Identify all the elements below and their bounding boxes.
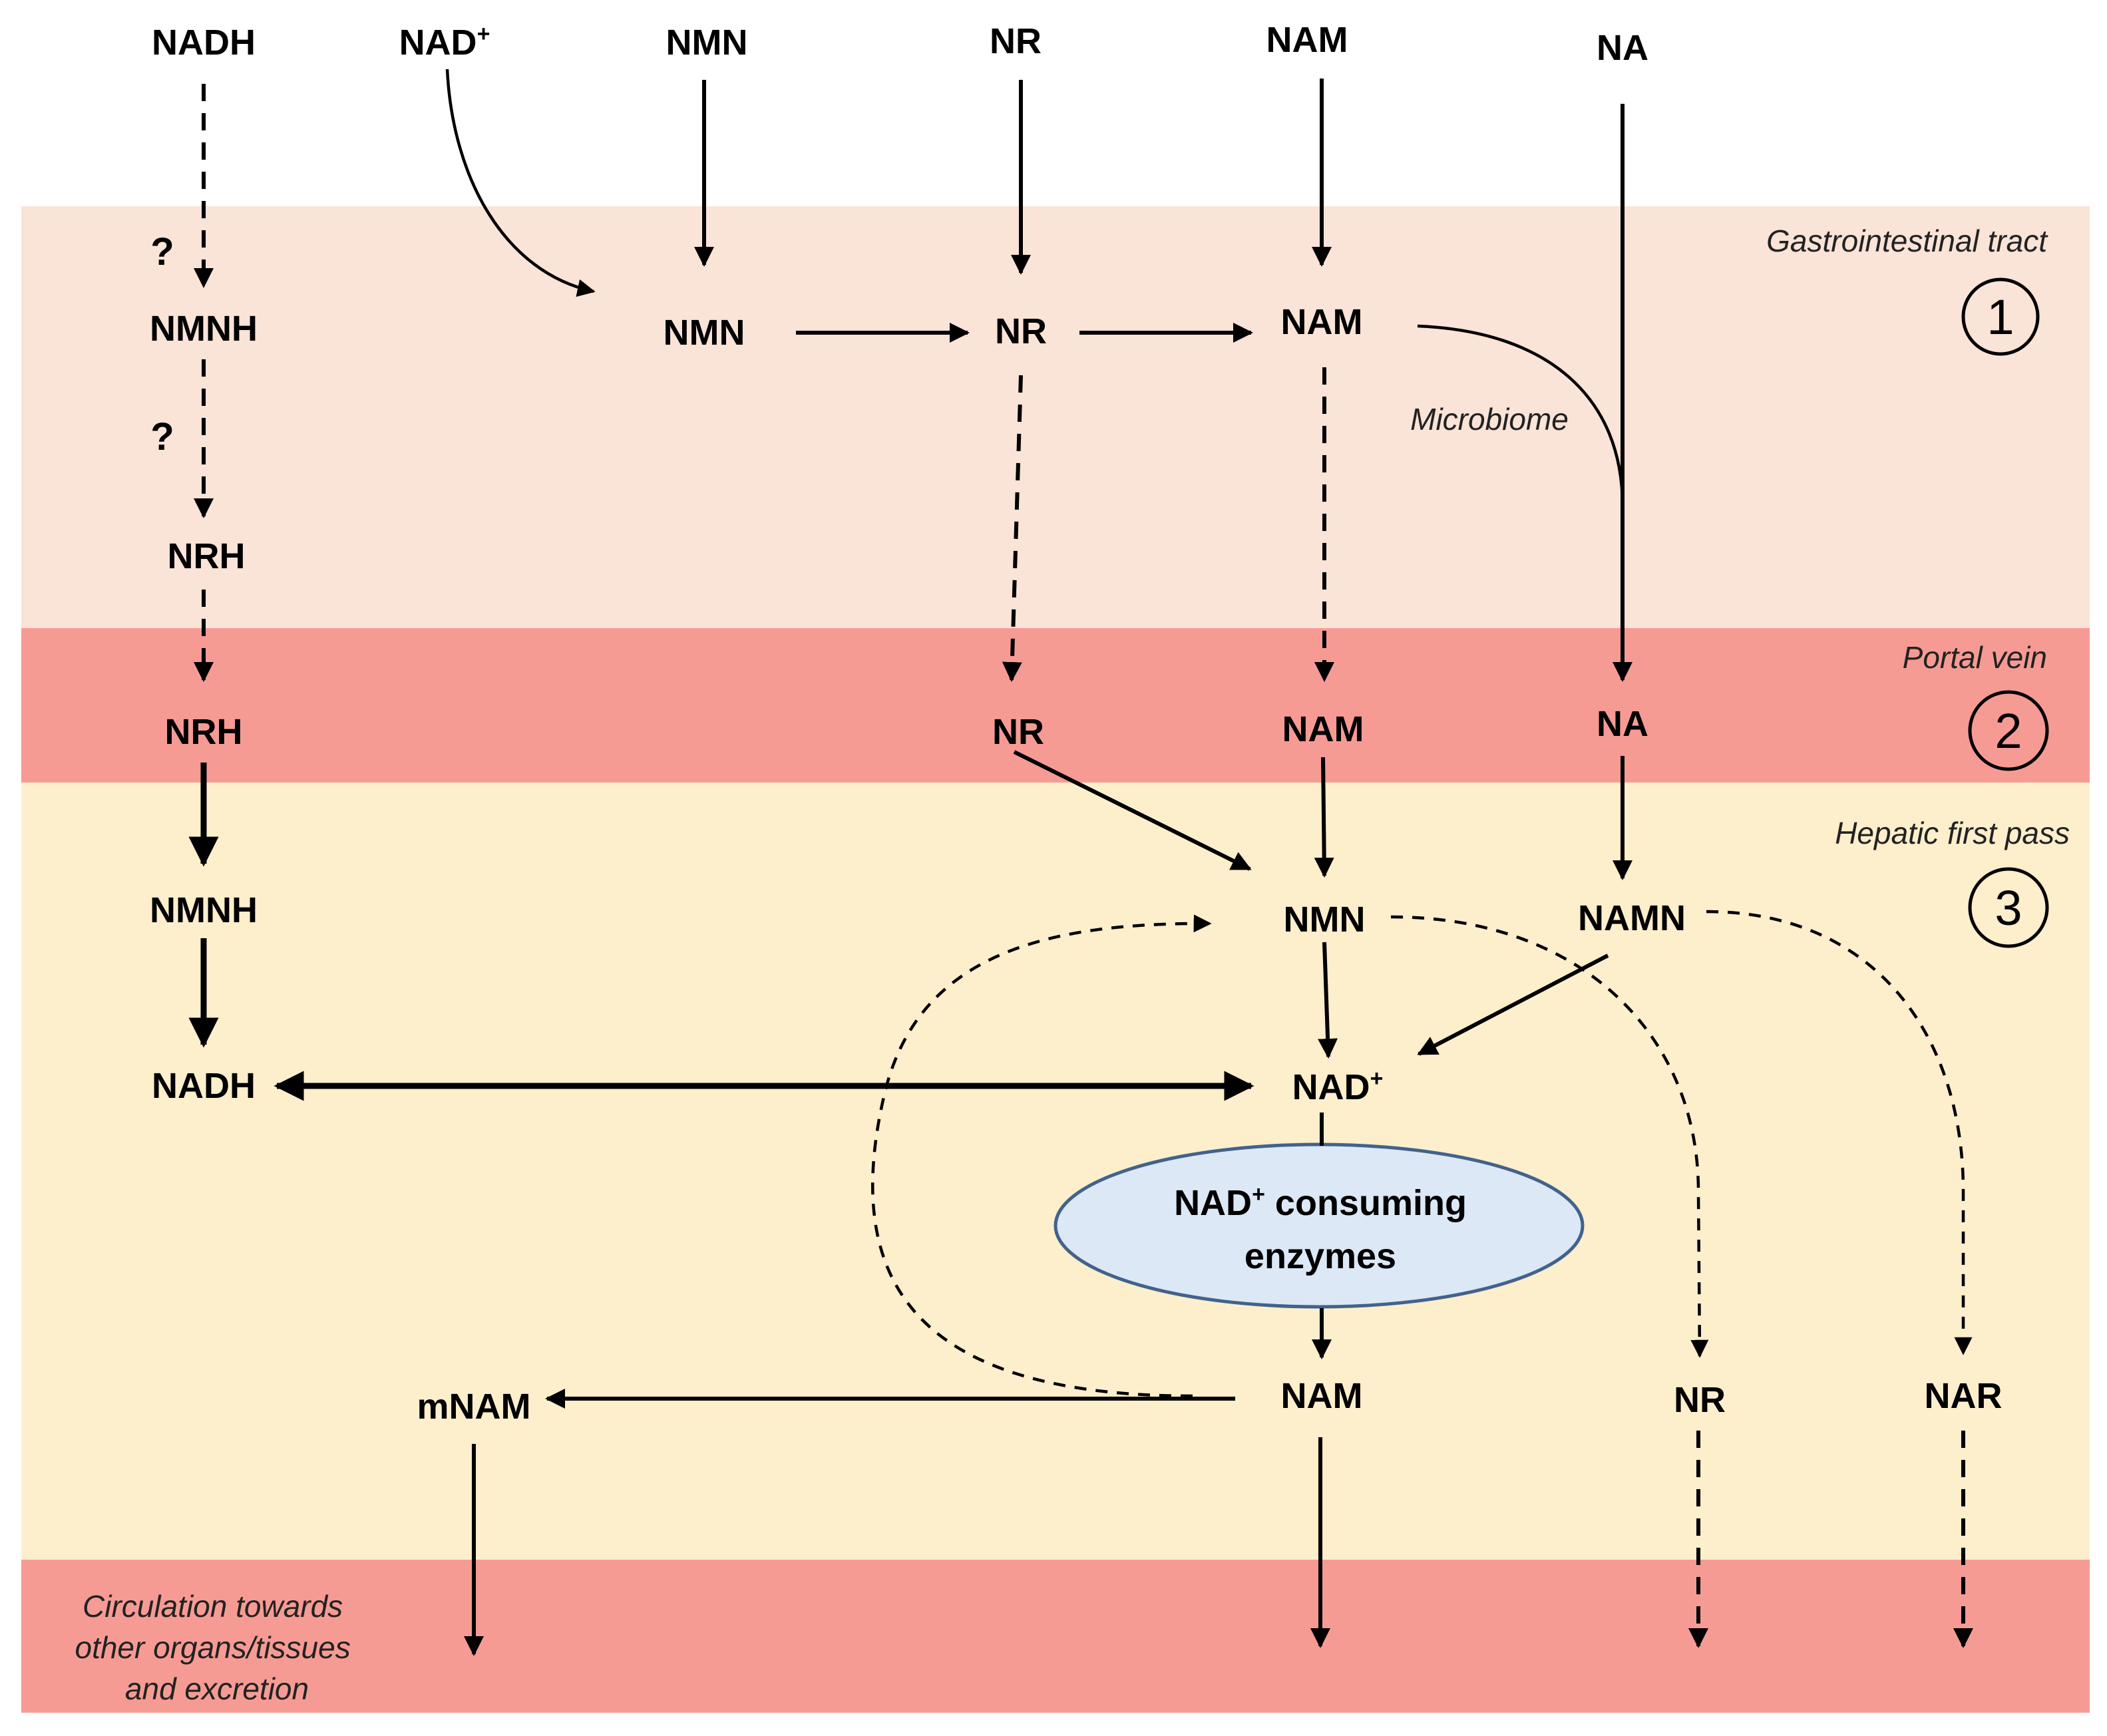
arrow-gi-nr-to-portal bbox=[1002, 375, 1023, 682]
portal-na: NA bbox=[1597, 704, 1648, 744]
arrow-nam-salvage-to-nmn bbox=[871, 914, 1212, 1398]
arrow-microbiome-nam-to-na bbox=[1417, 324, 1625, 506]
portal-nrh: NRH bbox=[165, 712, 243, 752]
hepatic-nam: NAM bbox=[1281, 1376, 1363, 1416]
hepatic-nmnh: NMNH bbox=[150, 890, 258, 930]
arrow-portal-nr-to-nmn bbox=[1013, 750, 1252, 871]
hepatic-nad-plus: NAD+ bbox=[1292, 1066, 1384, 1107]
hepatic-nr: NR bbox=[1674, 1380, 1726, 1420]
nad-consuming-enzymes bbox=[1054, 1142, 1585, 1309]
gi-nr: NR bbox=[995, 311, 1047, 351]
arrow-portal-nam-to-nmn bbox=[1314, 757, 1334, 878]
hepatic-nadh: NADH bbox=[152, 1066, 256, 1106]
dietary-nmn: NMN bbox=[666, 23, 748, 63]
hepatic-namn: NAMN bbox=[1578, 898, 1686, 938]
enzymes-label-line1: NAD+ consuming bbox=[1174, 1182, 1467, 1223]
zone-number-circle-1 bbox=[1961, 277, 2040, 356]
hepatic-nar: NAR bbox=[1925, 1376, 2003, 1416]
microbiome-label: Microbiome bbox=[1410, 402, 1569, 436]
zone-label-portal: Portal vein bbox=[1903, 640, 2047, 675]
zone-number-circle-2 bbox=[1968, 690, 2049, 771]
gi-nrh: NRH bbox=[168, 536, 246, 576]
zone-label-circulation: Circulation towards other organs/tissues… bbox=[75, 1589, 359, 1706]
dietary-nr: NR bbox=[990, 21, 1042, 61]
gi-nmn: NMN bbox=[664, 313, 745, 353]
arrow-namn-to-nar bbox=[1706, 910, 1973, 1355]
unknown-step-2: ? bbox=[150, 415, 174, 458]
zone-number-2: 2 bbox=[1995, 703, 2022, 759]
enzymes-label-line2: enzymes bbox=[1245, 1236, 1396, 1276]
zone-label-hepatic: Hepatic first pass bbox=[1835, 816, 2070, 850]
arrow-nad-to-nmn-gi bbox=[445, 69, 596, 297]
zone-gastrointestinal bbox=[21, 206, 2090, 628]
dietary-nadh: NADH bbox=[152, 23, 256, 63]
arrow-nmn-to-nr-hepatic bbox=[1390, 915, 1709, 1358]
dietary-nam: NAM bbox=[1266, 20, 1348, 60]
hepatic-mnam: mNAM bbox=[417, 1387, 531, 1427]
unknown-step-1: ? bbox=[150, 230, 174, 273]
arrow-nmn-to-nad bbox=[1318, 942, 1338, 1059]
hepatic-nmn: NMN bbox=[1284, 900, 1366, 940]
zone-label-gi: Gastrointestinal tract bbox=[1766, 224, 2048, 258]
gi-nam: NAM bbox=[1281, 302, 1363, 342]
zone-number-1: 1 bbox=[1987, 289, 2014, 345]
zone-circulation bbox=[21, 1560, 2090, 1713]
portal-nr: NR bbox=[992, 712, 1044, 752]
dietary-nad-plus: NAD+ bbox=[399, 21, 490, 63]
zone-hepatic bbox=[21, 782, 2090, 1560]
portal-nam: NAM bbox=[1282, 709, 1364, 749]
gi-nmnh: NMNH bbox=[150, 309, 258, 349]
zone-number-3: 3 bbox=[1995, 880, 2022, 936]
arrow-namn-to-nad bbox=[1417, 954, 1609, 1056]
zone-portal-vein bbox=[21, 628, 2090, 782]
zone-number-circle-3 bbox=[1968, 867, 2049, 948]
dietary-na: NA bbox=[1597, 28, 1648, 68]
